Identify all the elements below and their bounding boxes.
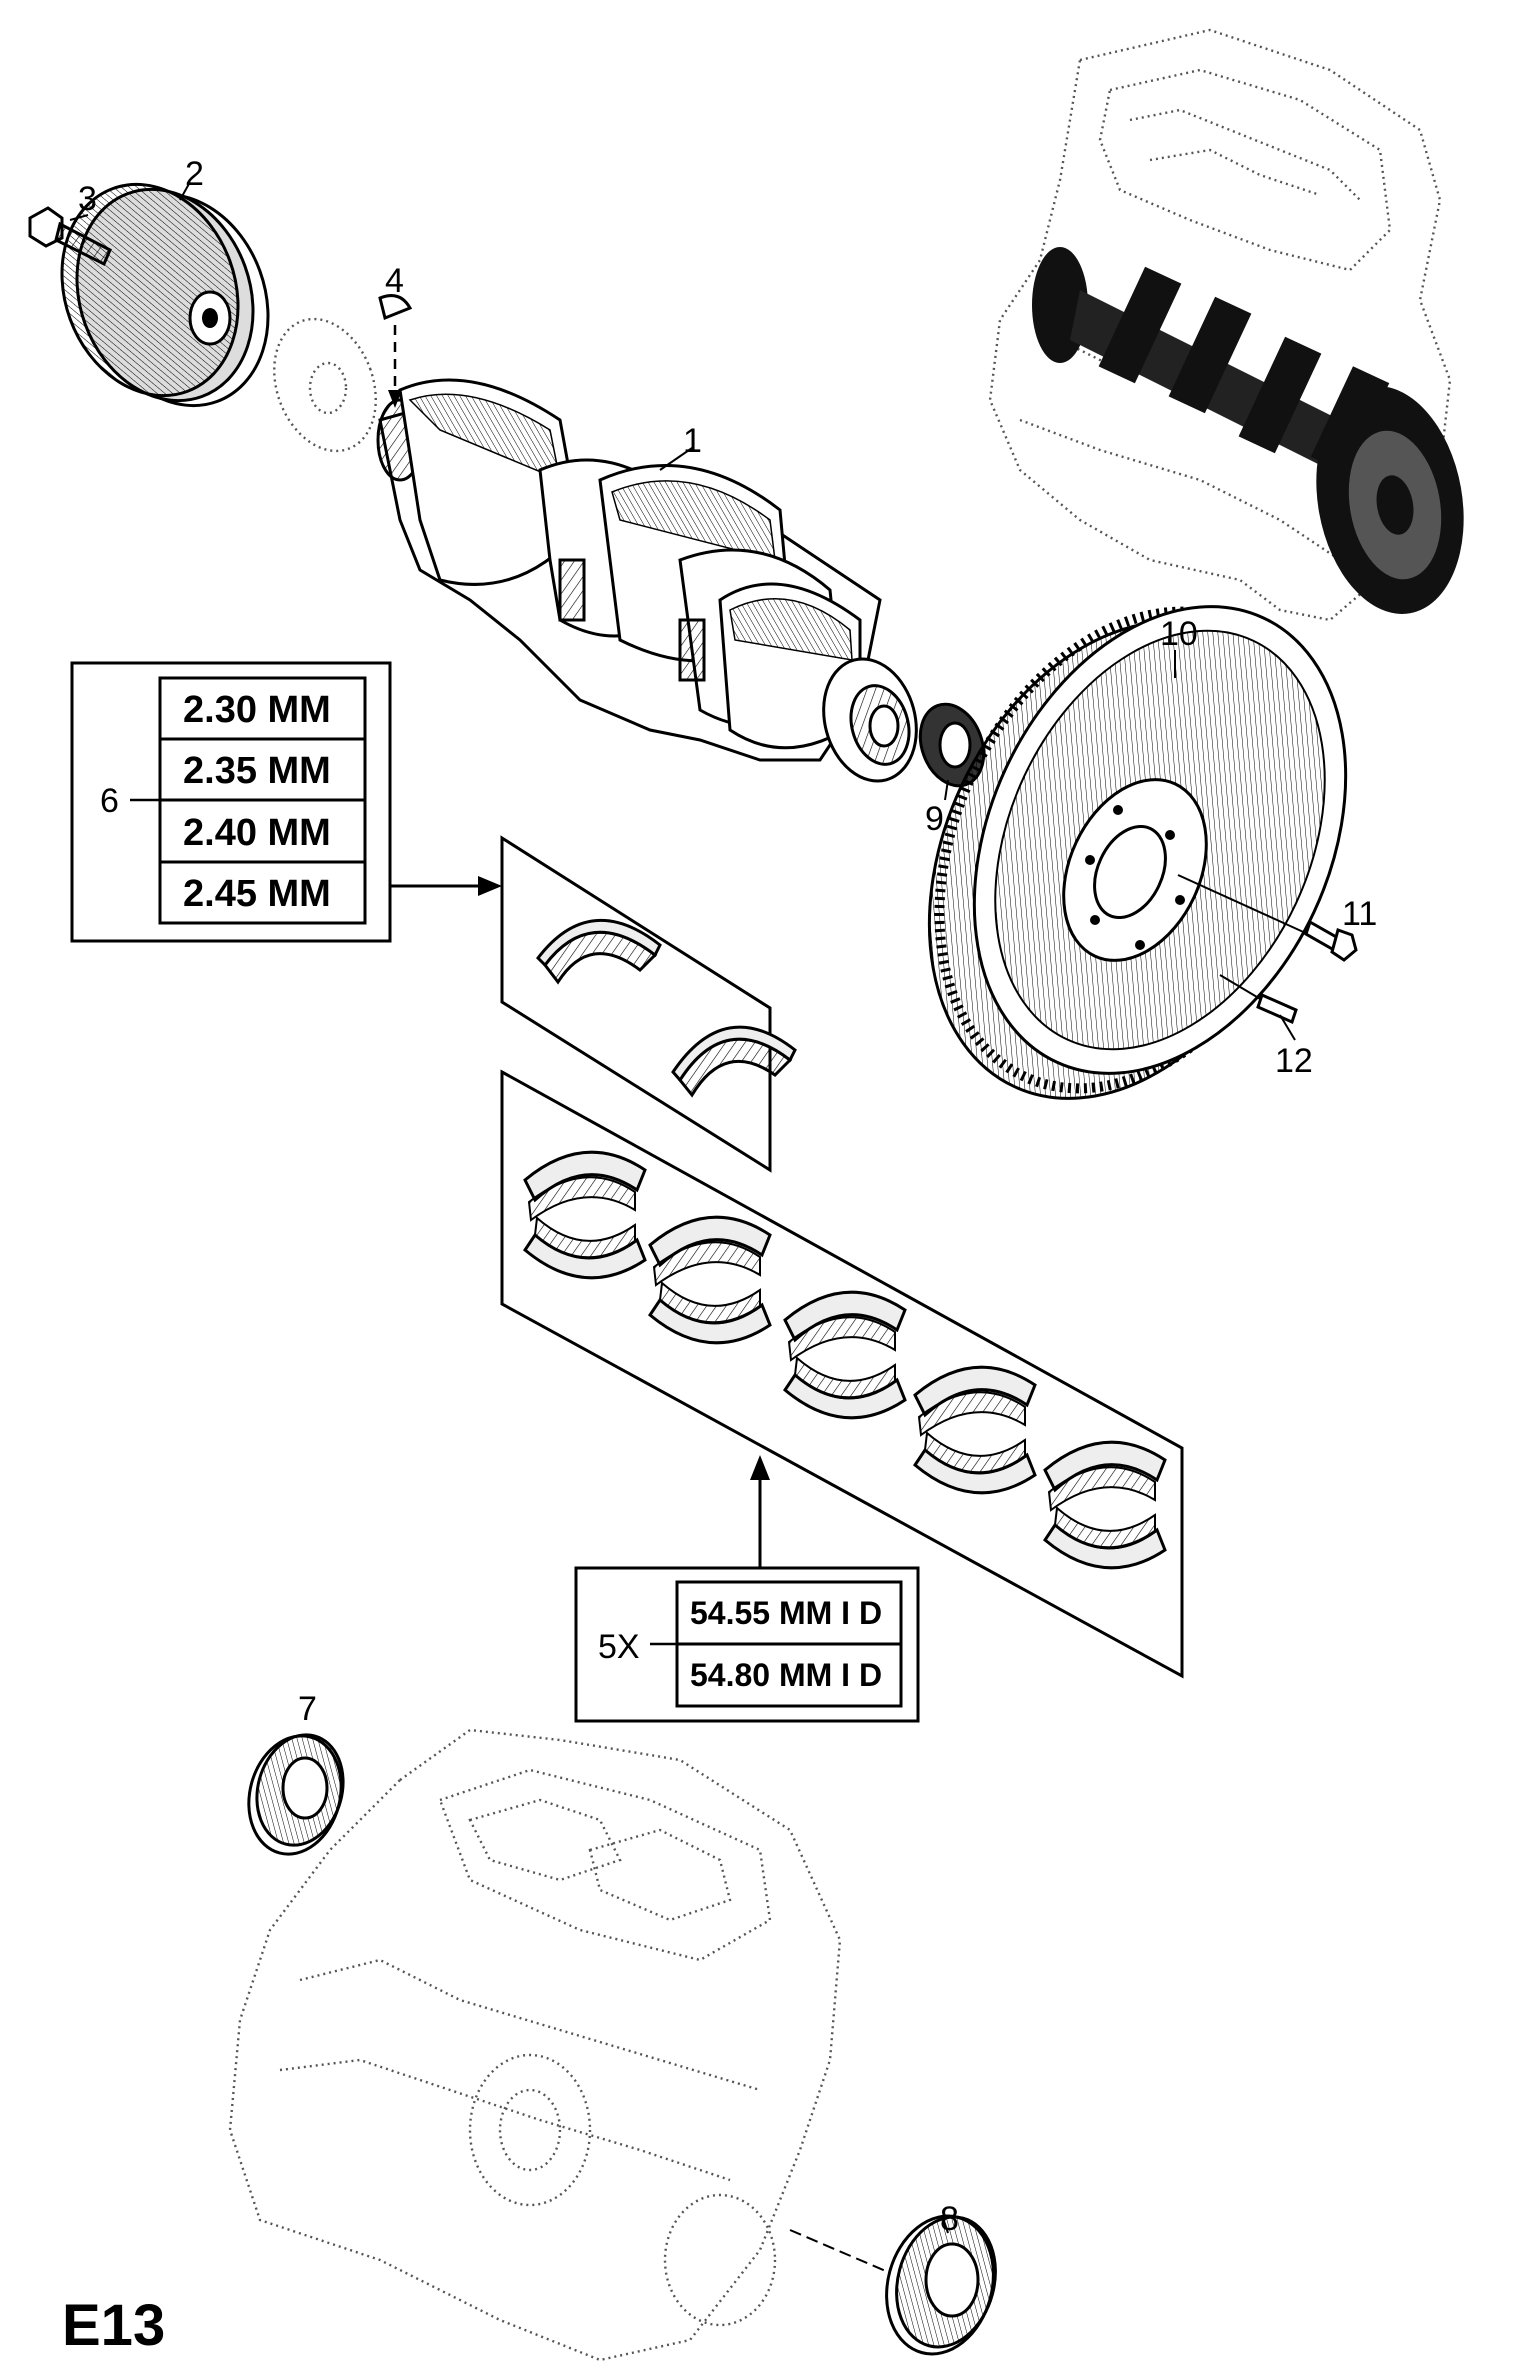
woodruff-key (378, 294, 413, 408)
thrust-size-3: 2.40 MM (183, 812, 331, 854)
pilot-bearing (918, 702, 986, 788)
callout-5: 5X (598, 1628, 640, 1666)
callout-9: 9 (925, 800, 944, 838)
crankshaft (376, 378, 918, 783)
pulley-bolt (28, 206, 112, 267)
callout-3: 3 (78, 180, 97, 218)
callout-10: 10 (1160, 615, 1198, 653)
thrust-washer-panel (500, 835, 797, 1173)
main-bearing-size-2: 54.80 MM I D (690, 1657, 882, 1693)
callout-7: 7 (298, 1690, 317, 1728)
flywheel-bolt (1177, 874, 1358, 962)
callout-8: 8 (940, 2200, 959, 2238)
main-bearing-panel (500, 1069, 1184, 1679)
callout-4: 4 (385, 262, 404, 300)
thrust-washer-size-box (70, 661, 502, 943)
callout-1: 1 (683, 422, 702, 460)
callout-11: 11 (1342, 895, 1377, 933)
flywheel (927, 605, 1348, 1100)
timing-gear-ghost (273, 317, 377, 453)
thrust-size-4: 2.45 MM (183, 873, 331, 915)
diagram-code: E13 (62, 2293, 165, 2358)
dowel-pin (1219, 974, 1298, 1025)
thrust-size-1: 2.30 MM (183, 689, 331, 731)
callout-6: 6 (100, 782, 119, 820)
main-bearing-size-1: 54.55 MM I D (690, 1595, 882, 1631)
callout-12: 12 (1275, 1042, 1313, 1080)
callout-2: 2 (185, 155, 204, 193)
rear-oil-seal (789, 2214, 997, 2356)
front-oil-seal (247, 1733, 345, 1856)
callout-leaders (69, 181, 1296, 2234)
engine-block-outline (228, 1728, 842, 2362)
thrust-size-2: 2.35 MM (183, 750, 331, 792)
crankshaft-in-engine (1032, 247, 1464, 614)
crankshaft-pulley (60, 182, 270, 408)
main-bearing-size-box (574, 1566, 920, 1723)
